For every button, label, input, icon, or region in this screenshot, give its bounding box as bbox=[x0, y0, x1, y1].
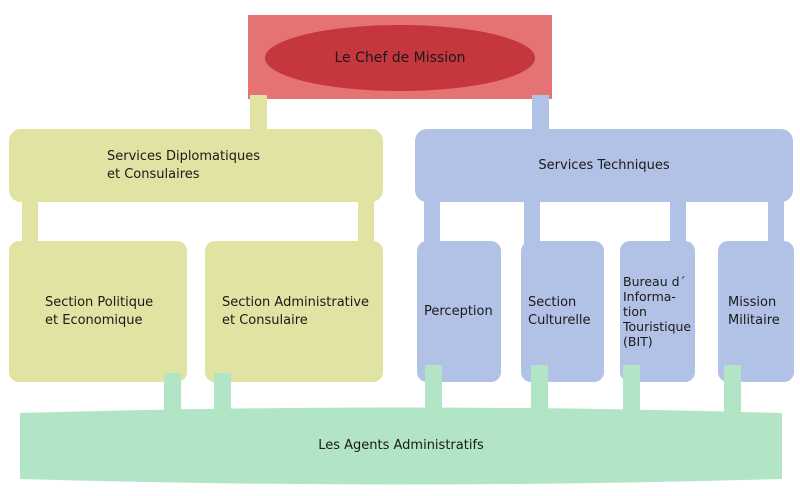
agents-administratifs-box: Les Agents Administratifs bbox=[14, 406, 788, 486]
chef-de-mission-ellipse: Le Chef de Mission bbox=[265, 25, 535, 91]
section-bit-label: Bureau d´ Informa- tion Touristique (BIT… bbox=[623, 274, 692, 349]
agents-bar-path bbox=[20, 407, 782, 485]
agents-administratifs-shape bbox=[20, 407, 782, 485]
connector-chef-technical bbox=[532, 95, 549, 131]
connector-technical-bit bbox=[670, 200, 686, 244]
connector-bit-agents bbox=[623, 365, 640, 416]
section-perception-box: Perception bbox=[417, 241, 501, 382]
connector-culturelle-agents bbox=[531, 365, 548, 416]
services-diplomatiques-label: Services Diplomatiques et Consulaires bbox=[107, 148, 260, 182]
connector-militaire-agents bbox=[724, 365, 741, 416]
services-diplomatiques-box: Services Diplomatiques et Consulaires bbox=[9, 129, 383, 202]
section-politique-label: Section Politique et Economique bbox=[45, 294, 154, 328]
connector-chef-diplomatic bbox=[250, 95, 267, 131]
connector-diplomatic-administrative bbox=[358, 200, 374, 244]
connector-politique-agents bbox=[164, 373, 181, 416]
section-administrative-box: Section Administrative et Consulaire bbox=[205, 241, 383, 382]
section-bit-box: Bureau d´ Informa- tion Touristique (BIT… bbox=[620, 241, 695, 382]
section-militaire-box: Mission Militaire bbox=[718, 241, 794, 382]
section-politique-box: Section Politique et Economique bbox=[9, 241, 187, 382]
services-techniques-box: Services Techniques bbox=[415, 129, 793, 202]
section-perception-label: Perception bbox=[424, 303, 493, 319]
section-militaire-label: Mission Militaire bbox=[728, 294, 780, 328]
connector-diplomatic-politique bbox=[22, 200, 38, 244]
section-culturelle-box: Section Culturelle bbox=[521, 241, 604, 382]
services-techniques-label: Services Techniques bbox=[538, 157, 670, 173]
section-administrative-label: Section Administrative et Consulaire bbox=[222, 294, 370, 328]
connector-technical-culturelle bbox=[524, 200, 540, 244]
connector-administrative-agents bbox=[214, 373, 231, 416]
connector-technical-militaire bbox=[768, 200, 784, 244]
chef-de-mission-label: Le Chef de Mission bbox=[334, 50, 466, 66]
connector-technical-perception bbox=[424, 200, 440, 244]
agents-administratifs-label: Les Agents Administratifs bbox=[318, 438, 484, 453]
section-culturelle-label: Section Culturelle bbox=[528, 294, 591, 328]
connector-perception-agents bbox=[425, 365, 442, 416]
